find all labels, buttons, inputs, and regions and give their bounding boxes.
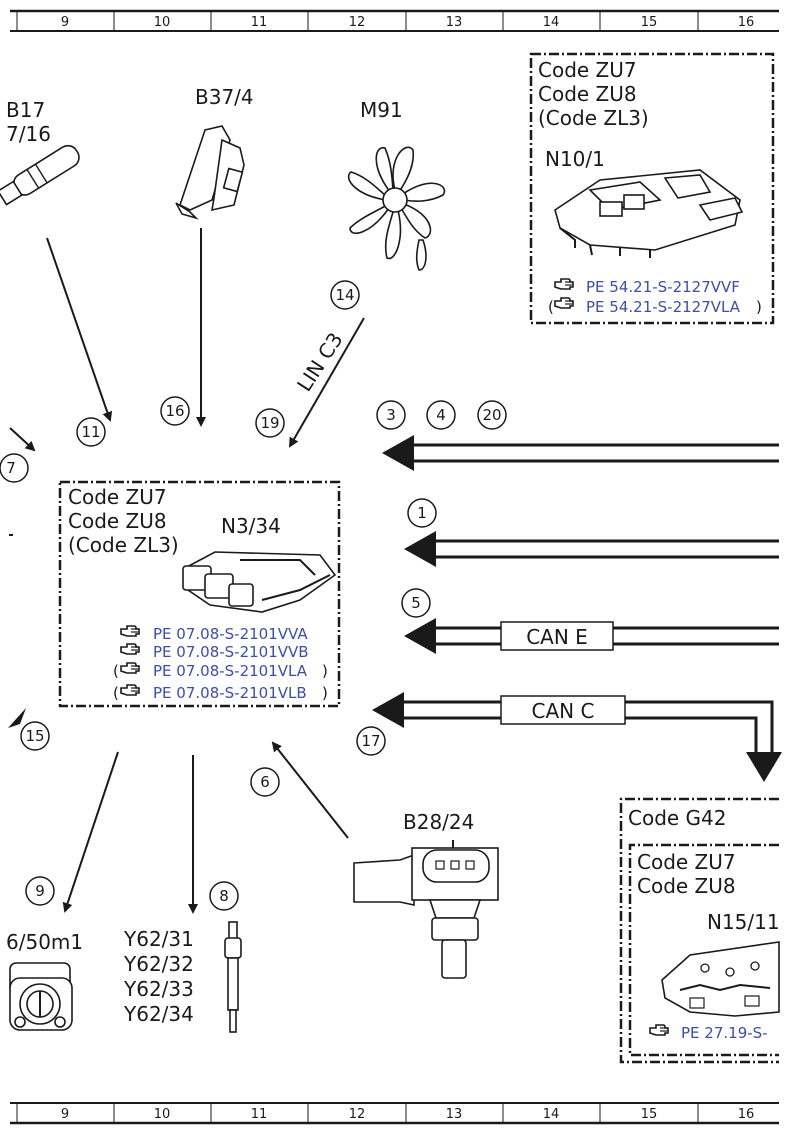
g42-code-label: Code G42 xyxy=(628,806,727,830)
ruler-col-10: 10 xyxy=(154,15,171,30)
signal-number-5: 5 xyxy=(411,594,421,612)
ruler-col-11: 11 xyxy=(251,15,268,30)
b28-24-label: B28/24 xyxy=(403,810,474,834)
n10-1-module-drawing xyxy=(554,169,744,258)
m91-fan: M91 xyxy=(347,98,446,271)
n3-34-ref-4-open: ( xyxy=(113,684,119,702)
signal-number-8: 8 xyxy=(219,887,229,905)
b37-4-label: B37/4 xyxy=(195,85,254,109)
arrow-signal-15-head xyxy=(8,708,26,728)
n10-1-label: N10/1 xyxy=(545,147,605,171)
n10-1-code-zu7: Code ZU7 xyxy=(538,58,637,82)
n3-34-ref-1[interactable]: PE 07.08-S-2101VVA xyxy=(153,625,308,643)
n10-1-ref-2[interactable]: PE 54.21-S-2127VLA xyxy=(586,298,741,316)
signal-number-17: 17 xyxy=(361,732,380,750)
n3-34-label: N3/34 xyxy=(221,514,281,538)
arrow-b17-to-n3 xyxy=(46,237,113,422)
n3-34-code-zu8: Code ZU8 xyxy=(68,509,167,533)
g42-code-zu7: Code ZU7 xyxy=(637,850,736,874)
y62-31-label: Y62/31 xyxy=(123,927,194,951)
b28-24-sensor: B28/24 xyxy=(353,810,499,979)
y62-33-label: Y62/33 xyxy=(123,977,194,1001)
ref-hand-icon xyxy=(120,684,140,696)
ruler-col-14: 14 xyxy=(543,1107,560,1122)
ref-hand-icon xyxy=(554,278,574,290)
ruler-col-10: 10 xyxy=(154,1107,171,1122)
ruler-col-16: 16 xyxy=(738,15,755,30)
n10-1-code-zu8: Code ZU8 xyxy=(538,82,637,106)
b37-4-pedal-sensor: B37/4 xyxy=(175,85,254,220)
b17-sensor: B17 7/16 xyxy=(0,98,80,206)
signal-number-15: 15 xyxy=(25,727,44,745)
arrow-lin-c3 xyxy=(288,317,365,448)
n3-34-ref-3-open: ( xyxy=(113,662,119,680)
signal-number-16: 16 xyxy=(165,402,184,420)
n3-34-ref-3-close: ) xyxy=(322,662,328,680)
ruler-col-15: 15 xyxy=(641,15,658,30)
n10-1-ref-1[interactable]: PE 54.21-S-2127VVF xyxy=(586,278,740,296)
signal-number-20: 20 xyxy=(482,406,501,424)
ruler-col-9: 9 xyxy=(61,1107,69,1122)
b17-label: B17 xyxy=(6,98,45,122)
m16-50m1-label: 6/50m1 xyxy=(6,930,83,954)
arrow-signal-7 xyxy=(9,427,36,452)
ref-hand-icon xyxy=(649,1024,669,1036)
n3-34-ref-4-close: ) xyxy=(322,684,328,702)
g42-code-zu8: Code ZU8 xyxy=(637,874,736,898)
n3-34-code-zl3: (Code ZL3) xyxy=(68,533,179,557)
signal-number-11: 11 xyxy=(81,423,100,441)
m91-label: M91 xyxy=(360,98,403,122)
ruler-col-13: 13 xyxy=(446,15,463,30)
ruler-col-13: 13 xyxy=(446,1107,463,1122)
ruler-col-16: 16 xyxy=(738,1107,755,1122)
ruler-col-15: 15 xyxy=(641,1107,658,1122)
n3-34-ref-3[interactable]: PE 07.08-S-2101VLA xyxy=(153,662,308,680)
signal-number-4: 4 xyxy=(436,406,446,424)
n10-1-ref-2-close: ) xyxy=(756,298,762,316)
n3-34-code-zu7: Code ZU7 xyxy=(68,485,167,509)
ruler-col-14: 14 xyxy=(543,15,560,30)
ruler-col-12: 12 xyxy=(349,1107,366,1122)
n10-1-module-box: Code ZU7 Code ZU8 (Code ZL3) N10/1 PE 54… xyxy=(529,52,775,325)
signal-number-6: 6 xyxy=(260,773,270,791)
can-e-label: CAN E xyxy=(526,625,588,649)
can-c-label: CAN C xyxy=(532,699,595,723)
n3-34-ref-4[interactable]: PE 07.08-S-2101VLB xyxy=(153,684,307,702)
y62-32-label: Y62/32 xyxy=(123,952,194,976)
ref-hand-icon xyxy=(554,297,574,309)
n3-34-ref-2[interactable]: PE 07.08-S-2101VVB xyxy=(153,643,309,661)
n3-34-ecu-drawing xyxy=(182,551,337,613)
n10-1-ref-2-open: ( xyxy=(548,298,554,316)
signal-number-14: 14 xyxy=(335,286,354,304)
ref-hand-icon xyxy=(120,643,140,655)
ruler-col-9: 9 xyxy=(61,15,69,30)
n15-11-ref[interactable]: PE 27.19-S- xyxy=(681,1024,768,1042)
ref-hand-icon xyxy=(120,662,140,674)
bottom-ruler: 9 10 11 12 13 14 15 16 xyxy=(10,1102,779,1125)
signal-number-7: 7 xyxy=(6,459,16,477)
n15-11-module-drawing xyxy=(661,941,780,1017)
g42-box: Code G42 Code ZU7 Code ZU8 N15/11 PE 27.… xyxy=(619,797,780,1064)
y62-glow-plugs: Y62/31 Y62/32 Y62/33 Y62/34 xyxy=(123,921,242,1033)
bus-lines: CAN E CAN C xyxy=(372,435,782,782)
signal-number-1: 1 xyxy=(417,504,427,522)
signal-number-9: 9 xyxy=(35,882,45,900)
ref-hand-icon xyxy=(120,625,140,637)
m16-50m1-throttle: 6/50m1 xyxy=(6,930,83,1031)
signal-markers: 14 11 16 19 7 3 4 20 1 5 17 15 6 9 8 xyxy=(0,280,507,911)
n15-11-label: N15/11 xyxy=(707,910,780,934)
ruler-col-11: 11 xyxy=(251,1107,268,1122)
signal-number-3: 3 xyxy=(386,406,396,424)
arrow-b28-to-n3 xyxy=(271,741,349,839)
n10-1-code-zl3: (Code ZL3) xyxy=(538,106,649,130)
top-ruler: 9 10 11 12 13 14 15 16 xyxy=(10,9,779,32)
b17-sub-label: 7/16 xyxy=(6,122,51,146)
ruler-col-12: 12 xyxy=(349,15,366,30)
y62-34-label: Y62/34 xyxy=(123,1002,194,1026)
signal-number-19: 19 xyxy=(260,414,279,432)
arrow-n3-to-throttle xyxy=(62,751,119,913)
n3-34-module-box: Code ZU7 Code ZU8 (Code ZL3) N3/34 PE 07… xyxy=(58,480,341,708)
